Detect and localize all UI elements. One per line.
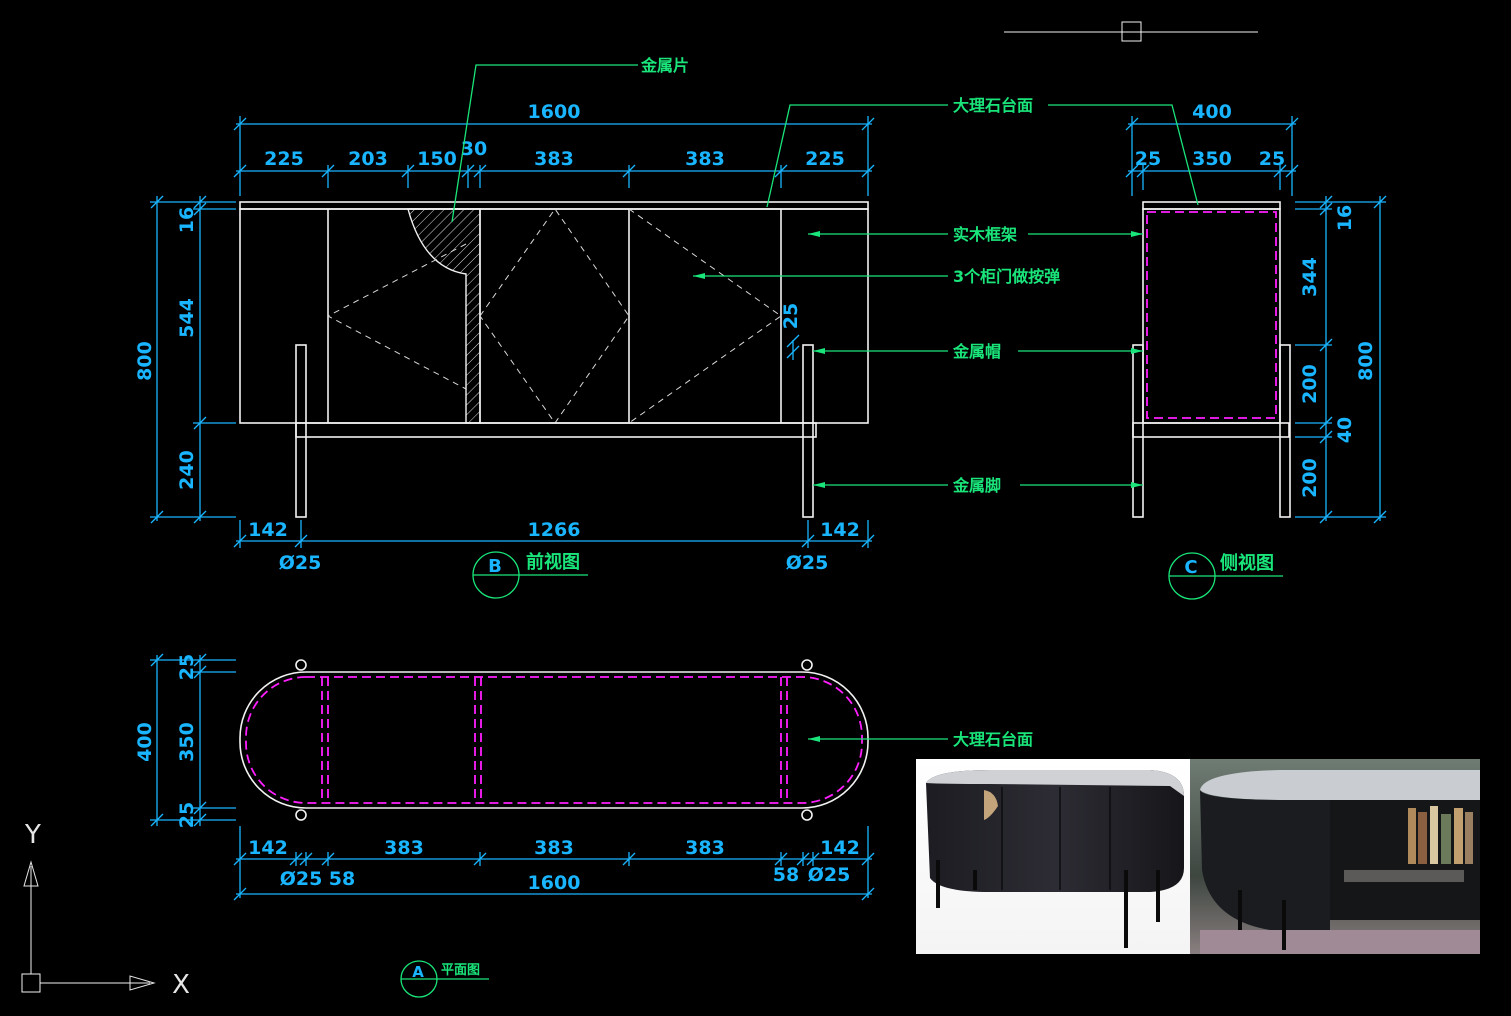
side-cabinet-body (1142, 208, 1281, 424)
plan-dim-bottom-5: 142 (820, 837, 860, 859)
label-metal-sheet: 金属片 (640, 56, 689, 75)
front-leg-right (802, 344, 814, 518)
ucs-x-label: X (172, 970, 190, 1000)
label-marble-top-plan: 大理石台面 (953, 730, 1033, 749)
ucs-y-label: Y (24, 820, 41, 850)
plan-dim-depth-total: 400 (134, 722, 156, 762)
front-view-marker: B (488, 556, 502, 577)
sideboard-interior-photo (1190, 759, 1480, 954)
sideboard-product-photo (916, 759, 1190, 954)
front-base-rail (295, 422, 817, 438)
front-dim-bottom-3: 142 (820, 519, 860, 541)
plan-dim-row2-4: Ø25 (808, 864, 851, 886)
plan-dim-bottom-2: 383 (384, 837, 424, 859)
side-view-title-text: 侧视图 (1220, 552, 1274, 574)
front-dim-height-3: 240 (176, 450, 198, 490)
plan-hidden-outline (245, 676, 863, 804)
side-hidden-frame (1146, 211, 1277, 419)
front-leg-left (295, 344, 307, 518)
side-leg-right (1279, 344, 1291, 518)
plan-view-title: A 平面图 (400, 960, 489, 998)
plan-dim-bottom-4: 383 (685, 837, 725, 859)
front-view (239, 201, 869, 518)
front-metal-sheet-hatch (407, 208, 481, 424)
plan-view (239, 659, 869, 821)
front-dim-height-2: 544 (176, 298, 198, 338)
front-dim-seg-2: 203 (348, 148, 388, 170)
side-dim-height-1: 16 (1334, 205, 1356, 231)
label-metal-tube: 金属帽 (952, 342, 1001, 361)
front-view-title: B 前视图 (472, 551, 588, 599)
plan-dim-row2-1: Ø25 (280, 868, 323, 890)
side-view-title: C 侧视图 (1168, 552, 1283, 600)
plan-dim-bottom-1: 142 (248, 837, 288, 859)
top-reference-line (1004, 21, 1258, 42)
plan-dim-depth-1: 25 (176, 654, 198, 680)
side-dim-height-5: 200 (1299, 458, 1321, 498)
label-door-springs: 3个柜门做按弹 (953, 267, 1060, 286)
front-dim-height-total: 800 (134, 341, 156, 381)
front-dim-bottom-2: 1266 (528, 519, 581, 541)
plan-dim-row2-2: 58 (329, 868, 355, 890)
plan-view-marker: A (412, 963, 424, 981)
front-dim-height-1: 16 (176, 207, 198, 233)
side-dim-total: 400 (1192, 101, 1232, 123)
front-leg-diameter-left: Ø25 (279, 552, 322, 574)
front-dim-seg-1: 225 (264, 148, 304, 170)
side-dim-seg-3: 25 (1259, 148, 1285, 170)
plan-dim-depth-2: 350 (176, 722, 198, 762)
leader-labels: 金属片 大理石台面 实木框架 3个柜门做按弹 金属帽 金属脚 大理石台面 (640, 56, 1060, 749)
plan-dim-bottom-3: 383 (534, 837, 574, 859)
side-marble-top-outline (1142, 201, 1281, 210)
label-metal-leg: 金属脚 (952, 476, 1001, 495)
label-marble-top: 大理石台面 (953, 96, 1033, 115)
side-leg-left (1132, 344, 1144, 518)
side-dim-height-4: 40 (1334, 417, 1356, 443)
plan-dim-row2-3: 58 (773, 864, 799, 886)
label-wood-frame: 实木框架 (953, 225, 1017, 244)
side-view-marker: C (1184, 557, 1197, 578)
side-dimension-text: 400 25 350 25 800 16 344 200 40 200 (1135, 101, 1377, 498)
front-dim-seg-3: 150 (417, 148, 457, 170)
side-dim-seg-1: 25 (1135, 148, 1161, 170)
plan-dimensions (150, 653, 875, 901)
front-dim-seg-6: 383 (685, 148, 725, 170)
plan-dim-depth-3: 25 (176, 802, 198, 828)
plan-marble-top-outline (239, 671, 869, 809)
front-marble-top-outline (239, 201, 869, 210)
side-view (1132, 201, 1291, 518)
front-dim-bottom-1: 142 (248, 519, 288, 541)
side-dim-seg-2: 350 (1192, 148, 1232, 170)
front-cabinet-body (239, 208, 869, 424)
ucs-icon: Y X (21, 820, 190, 1000)
front-dim-seg-4: 30 (461, 138, 487, 160)
side-dim-height-total: 800 (1355, 341, 1377, 381)
front-dim-total: 1600 (528, 101, 581, 123)
side-dimensions (1125, 116, 1387, 524)
plan-dim-total: 1600 (528, 872, 581, 894)
front-dimension-text: 1600 225 203 150 30 383 383 225 800 16 5… (134, 101, 860, 574)
side-dim-height-2: 344 (1299, 257, 1321, 297)
plan-view-title-text: 平面图 (441, 963, 480, 978)
front-leg-diameter-right: Ø25 (786, 552, 829, 574)
front-dim-seg-7: 225 (805, 148, 845, 170)
front-dimensions (150, 116, 875, 548)
front-view-title-text: 前视图 (526, 551, 580, 573)
side-base-rail (1132, 422, 1290, 438)
side-dim-height-3: 200 (1299, 364, 1321, 404)
front-dim-inner: 25 (780, 303, 802, 329)
plan-dimension-text: 400 25 350 25 142 383 383 383 142 Ø25 58… (134, 654, 860, 894)
leaders (451, 64, 1199, 742)
front-dim-seg-5: 383 (534, 148, 574, 170)
